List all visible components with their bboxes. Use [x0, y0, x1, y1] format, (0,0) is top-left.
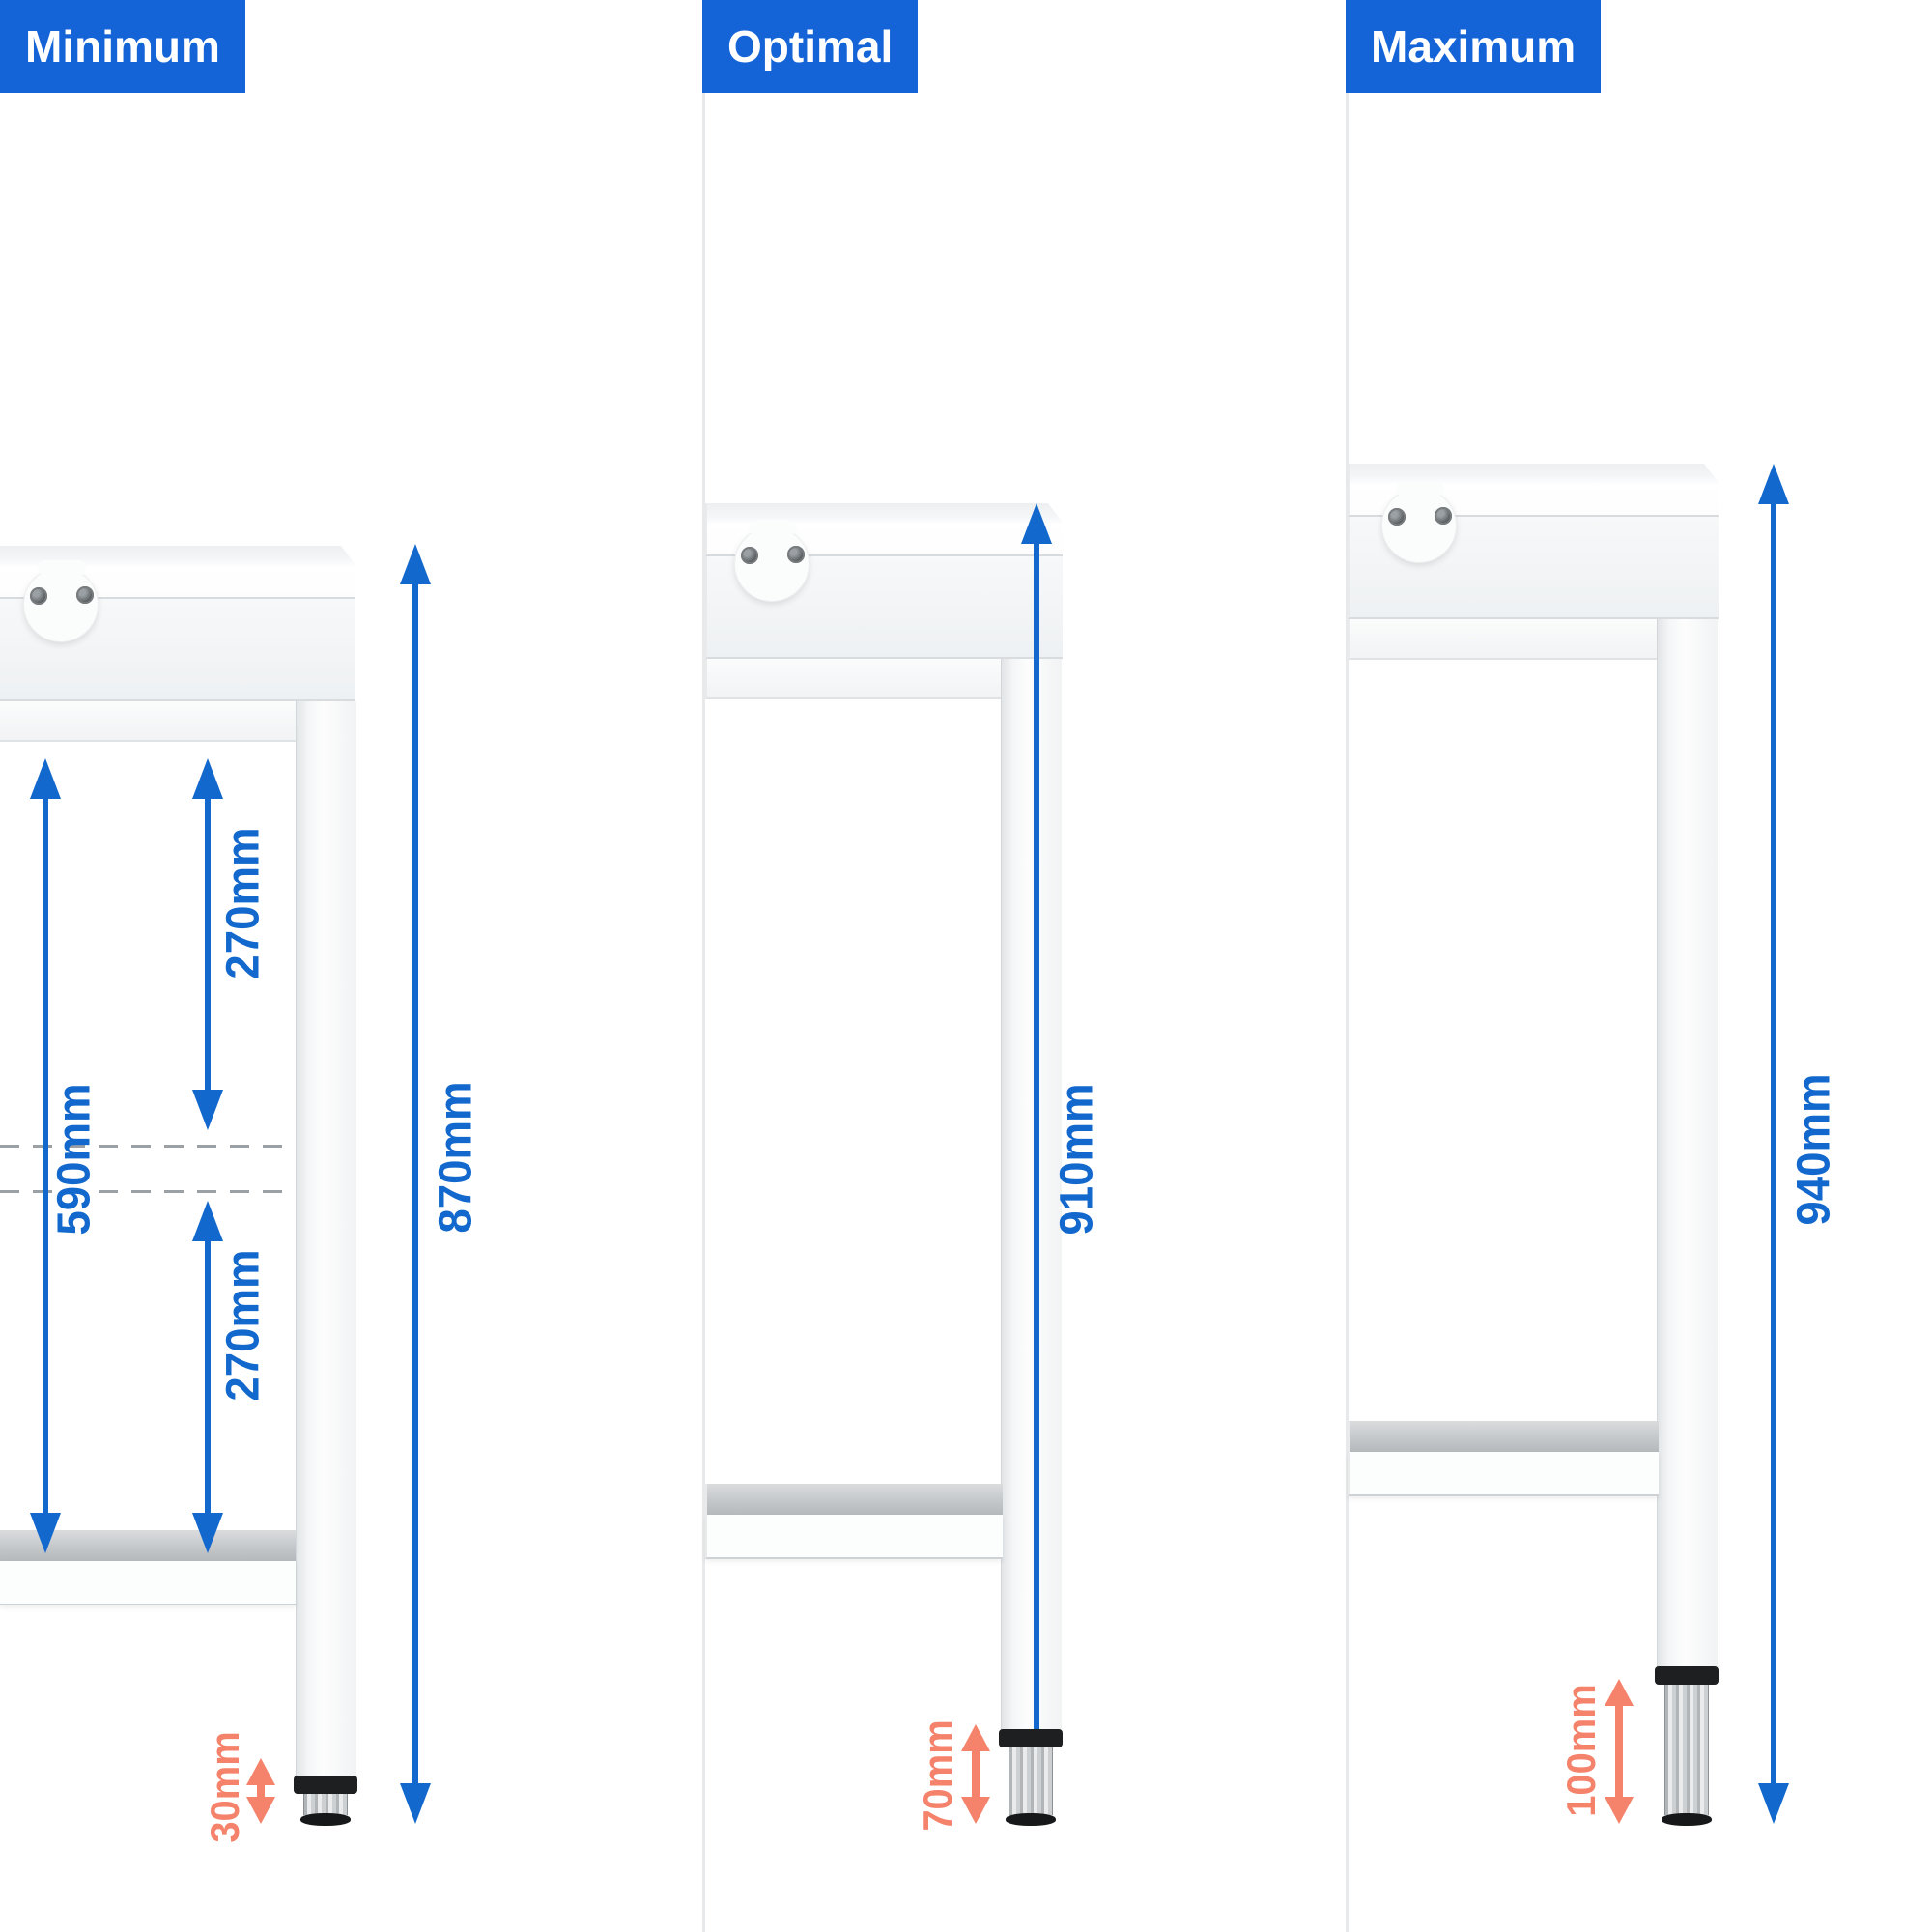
dimension-line: [1034, 541, 1039, 1786]
shelf-frame: [1348, 1452, 1659, 1496]
dashed-level-line: [0, 1145, 296, 1148]
arrow-up-icon: [30, 758, 61, 799]
screw-icon: [741, 547, 758, 564]
dimension-line: [257, 1782, 265, 1800]
shelf-surface: [705, 1484, 1003, 1515]
foot-base: [300, 1813, 351, 1826]
arrow-down-icon: [961, 1797, 990, 1824]
total-height-label: 940mm: [1788, 1073, 1840, 1226]
dimension-label: 270mm: [217, 1249, 270, 1402]
arrow-up-icon: [192, 1201, 223, 1241]
panel-title-badge: Optimal: [702, 0, 919, 93]
arrow-up-icon: [1605, 1679, 1634, 1706]
dashed-level-line: [0, 1190, 296, 1193]
panel-title-badge: Minimum: [0, 0, 245, 93]
dimension-line: [43, 796, 48, 1516]
arrow-down-icon: [192, 1513, 223, 1553]
screw-icon: [787, 546, 805, 563]
table-rail: [705, 659, 1003, 699]
panel-divider: [702, 0, 705, 1932]
arrow-up-icon: [961, 1724, 990, 1751]
table-leg: [1657, 619, 1718, 1668]
dimension-line: [1615, 1703, 1623, 1800]
dimension-line: [412, 582, 418, 1786]
arrow-up-icon: [1758, 464, 1789, 504]
dimension-line: [205, 796, 211, 1093]
dimension-label: 590mm: [48, 1083, 100, 1236]
mounting-bracket: [1381, 481, 1457, 563]
total-height-label: 910mm: [1051, 1083, 1103, 1236]
shelf-frame: [0, 1561, 296, 1605]
shelf-surface: [1348, 1421, 1659, 1452]
table-leg: [296, 701, 356, 1777]
foot-cap: [1655, 1666, 1719, 1685]
mounting-bracket: [23, 560, 99, 642]
screw-icon: [1435, 507, 1452, 525]
total-height-label: 870mm: [430, 1081, 482, 1234]
arrow-up-icon: [192, 758, 223, 799]
screw-icon: [1388, 508, 1406, 526]
arrow-down-icon: [1605, 1797, 1634, 1824]
table-leg: [1001, 659, 1062, 1731]
arrow-down-icon: [30, 1513, 61, 1553]
table-rail: [1348, 619, 1659, 660]
arrow-up-icon: [1021, 503, 1052, 544]
shelf-frame: [705, 1515, 1003, 1559]
panel-title-badge: Maximum: [1346, 0, 1602, 93]
adjustable-foot: [1009, 1746, 1053, 1815]
dimension-line: [972, 1748, 980, 1800]
screw-icon: [76, 586, 94, 604]
dimension-line: [205, 1238, 211, 1516]
dimension-label: 270mm: [217, 827, 270, 980]
foot-cap: [294, 1776, 357, 1794]
arrow-up-icon: [246, 1758, 275, 1785]
foot-cap: [999, 1729, 1063, 1747]
mounting-bracket: [734, 520, 810, 602]
foot-base: [1662, 1813, 1712, 1826]
arrow-up-icon: [400, 544, 431, 584]
foot-base: [1006, 1813, 1056, 1826]
foot-adjustment-label: 70mm: [915, 1719, 960, 1832]
screw-icon: [30, 587, 47, 605]
arrow-down-icon: [192, 1090, 223, 1130]
panel-divider: [1346, 0, 1349, 1932]
adjustable-foot: [303, 1792, 348, 1815]
dimension-line: [1771, 501, 1776, 1786]
table-rail: [0, 701, 296, 742]
arrow-down-icon: [400, 1783, 431, 1824]
arrow-down-icon: [246, 1797, 275, 1824]
adjustable-foot: [1664, 1683, 1709, 1815]
foot-adjustment-label: 100mm: [1558, 1684, 1604, 1817]
foot-adjustment-label: 30mm: [202, 1731, 247, 1843]
arrow-down-icon: [1758, 1783, 1789, 1824]
